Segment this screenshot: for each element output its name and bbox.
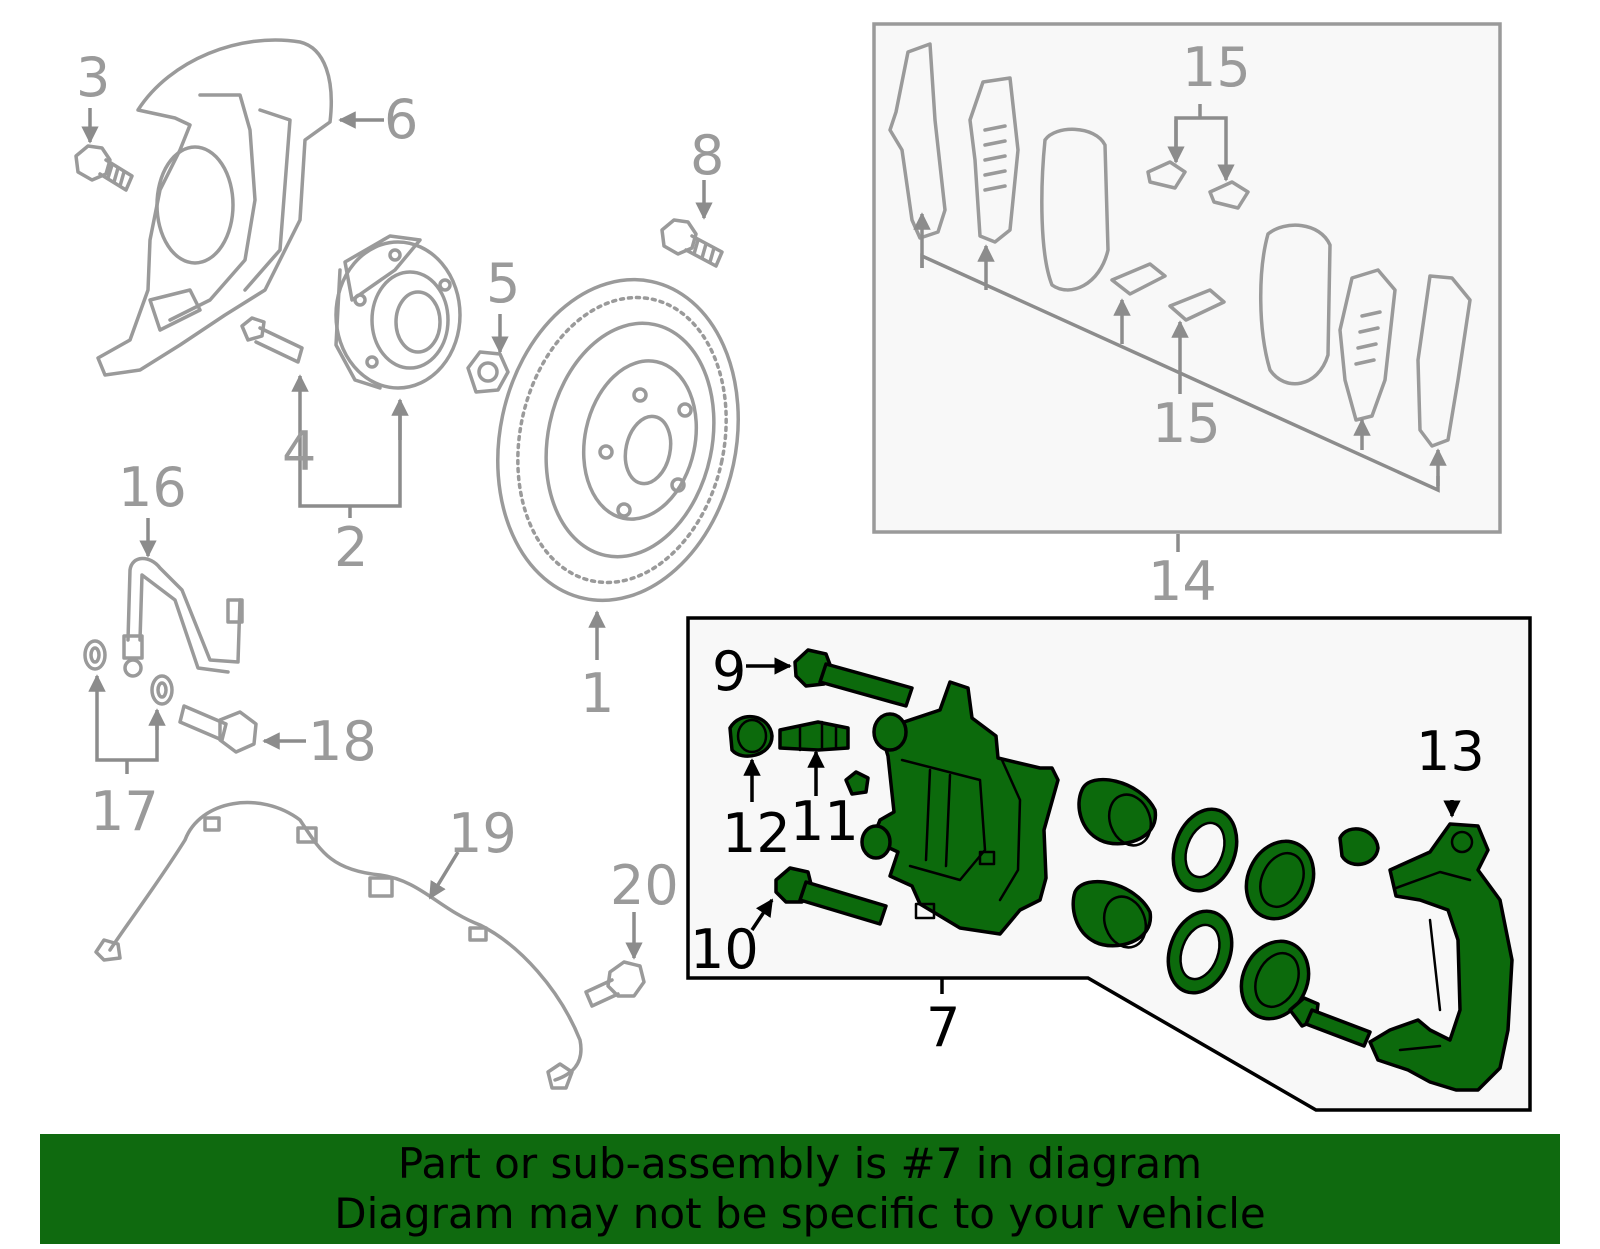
- stud-4: [240, 316, 304, 364]
- callout-19: 19: [448, 802, 517, 865]
- callout-17: 17: [90, 780, 159, 843]
- callout-20: 20: [610, 854, 679, 917]
- callout-3: 3: [76, 46, 110, 109]
- info-banner: Part or sub-assembly is #7 in diagram Di…: [40, 1134, 1560, 1244]
- brake-hose: [122, 556, 244, 678]
- callout-1: 1: [580, 662, 614, 725]
- banjo-bolt: [178, 704, 258, 754]
- callout-8: 8: [690, 124, 724, 187]
- callout-13: 13: [1416, 720, 1485, 783]
- callout-5: 5: [486, 252, 520, 315]
- banner-line-1: Part or sub-assembly is #7 in diagram: [397, 1139, 1203, 1188]
- abs-sensor-wire: [94, 800, 583, 1090]
- callout-14: 14: [1148, 550, 1217, 613]
- callout-16: 16: [118, 456, 187, 519]
- bolt-20: [584, 960, 646, 1008]
- callout-11: 11: [790, 790, 859, 853]
- caliper-assembly-box: [686, 616, 1532, 1112]
- callout-4: 4: [282, 420, 316, 483]
- callout-15-bottom: 15: [1152, 392, 1221, 455]
- callout-9: 9: [712, 640, 746, 703]
- callout-6: 6: [384, 88, 418, 151]
- callout-10: 10: [690, 918, 759, 981]
- callout-7: 7: [926, 996, 960, 1059]
- hub-nut: [466, 350, 510, 394]
- callout-18: 18: [308, 710, 377, 773]
- dust-shield: [96, 38, 333, 377]
- callout-2: 2: [334, 516, 368, 579]
- pad-kit-box: [872, 22, 1502, 534]
- wheel-hub: [334, 234, 462, 390]
- washers: [83, 639, 174, 706]
- bolt-8: [660, 218, 724, 268]
- callout-15-top: 15: [1182, 36, 1251, 99]
- banner-line-2: Diagram may not be specific to your vehi…: [334, 1189, 1266, 1238]
- brake-rotor: [496, 277, 740, 603]
- bolt-3: [74, 144, 134, 192]
- callout-12: 12: [722, 802, 791, 865]
